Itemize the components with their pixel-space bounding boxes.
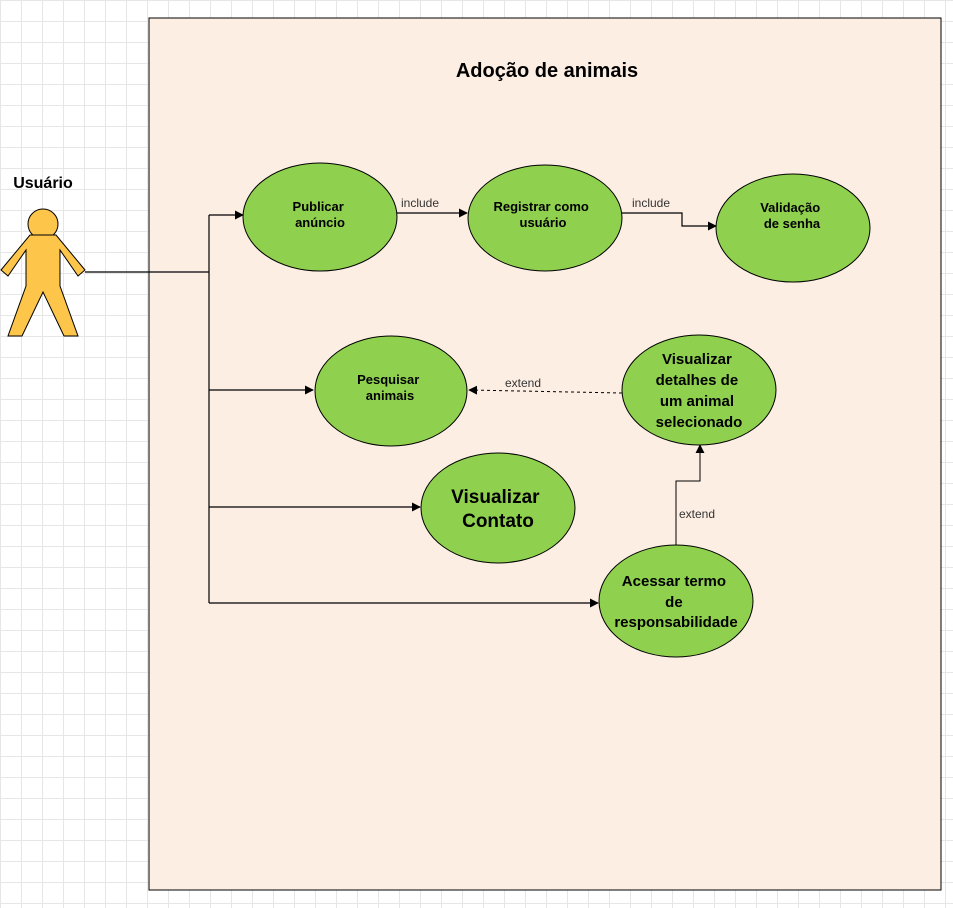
use-case-label: anúncio bbox=[295, 215, 345, 230]
include-relations bbox=[396, 208, 717, 231]
svg-text:Visualizar Contato: Visualizar Contato bbox=[451, 487, 545, 532]
actor-label: Usuário bbox=[13, 175, 73, 192]
use-case-label: Visualizar bbox=[662, 351, 732, 368]
use-case-label: um animal bbox=[660, 393, 734, 410]
svg-text:Registrar como usuário: Registrar como usuário bbox=[494, 199, 593, 230]
extend-label-1: extend bbox=[505, 376, 541, 390]
use-case-label: Contato bbox=[462, 511, 534, 532]
use-case-label: selecionado bbox=[656, 414, 743, 431]
use-case-visualizar-contato[interactable]: Visualizar Contato bbox=[420, 452, 576, 564]
use-case-visualizar-detalhes[interactable]: Visualizar detalhes de um animal selecio… bbox=[621, 334, 777, 446]
use-case-label: Validação bbox=[760, 200, 820, 215]
svg-text:Visualizar detalhes de: Visualizar detalhes de um animal selecio… bbox=[656, 351, 743, 431]
actor-connectors bbox=[85, 210, 599, 608]
actor-usuario[interactable]: Usuário bbox=[0, 175, 86, 337]
use-case-label: responsabilidade bbox=[614, 614, 737, 631]
use-case-label: Publicar bbox=[293, 199, 344, 214]
svg-text:Publicar anúncio: Publicar anúncio bbox=[293, 199, 348, 230]
svg-text:Validação de senha: Validação de senha bbox=[760, 200, 824, 231]
use-case-label: animais bbox=[366, 388, 414, 403]
include-label-2: include bbox=[632, 196, 670, 210]
use-case-label: Acessar termo bbox=[622, 573, 726, 590]
use-case-label: Registrar como bbox=[494, 199, 589, 214]
boundary-title: Adoção de animais bbox=[456, 60, 638, 82]
use-case-label: Visualizar bbox=[451, 487, 540, 508]
use-case-label: usuário bbox=[520, 215, 567, 230]
use-case-acessar-termo[interactable]: Acessar termo de responsabilidade bbox=[598, 544, 754, 658]
use-case-validacao-senha[interactable]: Validação de senha bbox=[715, 173, 871, 283]
use-case-pesquisar-animais[interactable]: Pesquisar animais bbox=[314, 335, 468, 447]
extend-relations bbox=[468, 385, 705, 545]
use-case-publicar-anuncio[interactable]: Publicar anúncio bbox=[242, 162, 398, 272]
use-case-label: detalhes de bbox=[656, 372, 739, 389]
use-case-label: Pesquisar bbox=[357, 372, 419, 387]
extend-label-2: extend bbox=[679, 507, 715, 521]
use-case-label: de bbox=[665, 594, 683, 611]
person-icon bbox=[0, 208, 86, 337]
use-case-label: de senha bbox=[764, 216, 821, 231]
system-boundary bbox=[148, 17, 942, 891]
include-label-1: include bbox=[401, 196, 439, 210]
svg-text:Pesquisar animais: Pesquisar animais bbox=[357, 372, 423, 403]
svg-text:Acessar termo de r: Acessar termo de responsabilidade bbox=[614, 573, 737, 631]
use-case-registrar-usuario[interactable]: Registrar como usuário bbox=[467, 164, 623, 272]
